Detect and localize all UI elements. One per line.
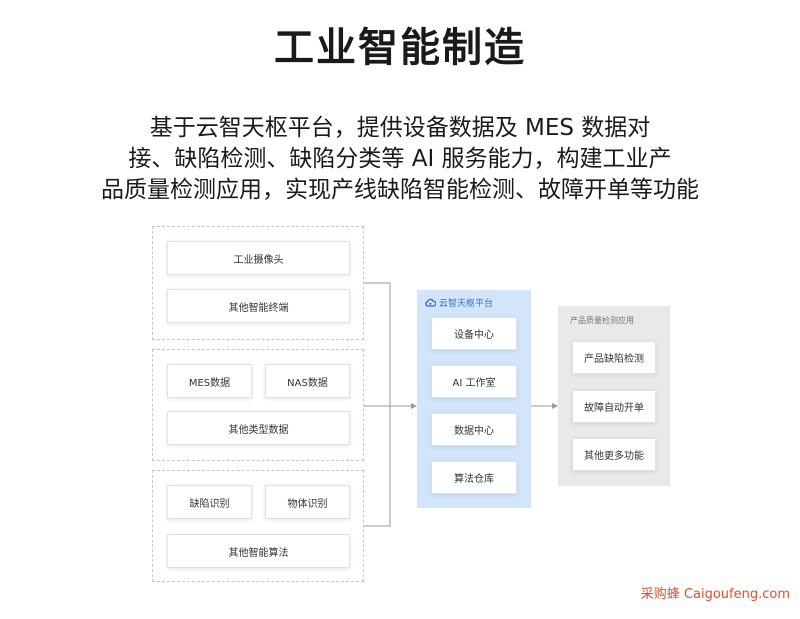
- node-data-center: 数据中心: [431, 413, 517, 446]
- description-line-1: 基于云智天枢平台，提供设备数据及 MES 数据对: [149, 115, 651, 141]
- platform-panel: 云智天枢平台 设备中心 AI 工作室 数据中心 算法仓库: [417, 290, 531, 508]
- platform-title: 云智天枢平台: [439, 299, 494, 309]
- node-defect-recognition: 缺陷识别: [167, 485, 252, 519]
- page-title: 工业智能制造: [274, 25, 526, 71]
- source-group-algorithms: 缺陷识别 物体识别 其他智能算法: [152, 470, 364, 582]
- source-group-data: MES数据 NAS数据 其他类型数据: [152, 349, 364, 461]
- apps-title: 产品质量检测应用: [570, 316, 634, 325]
- node-industrial-camera: 工业摄像头: [167, 241, 350, 275]
- node-other-algorithms: 其他智能算法: [167, 534, 350, 568]
- connector-group3: [364, 406, 391, 527]
- node-nas-data: NAS数据: [265, 364, 350, 398]
- node-more-functions: 其他更多功能: [572, 438, 656, 471]
- watermark: 采购蜂 Caigoufeng.com: [640, 587, 790, 602]
- description-line-2: 接、缺陷检测、缺陷分类等 AI 服务能力，构建工业产: [128, 146, 672, 172]
- node-algorithm-warehouse: 算法仓库: [431, 461, 517, 494]
- node-other-data: 其他类型数据: [167, 411, 350, 445]
- description-line-3: 品质量检测应用，实现产线缺陷智能检测、故障开单等功能: [101, 177, 699, 203]
- cloud-logo-icon: [425, 298, 436, 307]
- connector-group1: [364, 282, 391, 406]
- apps-panel: 产品质量检测应用 产品缺陷检测 故障自动开单 其他更多功能: [558, 306, 670, 486]
- node-other-terminals: 其他智能终端: [167, 289, 350, 323]
- node-mes-data: MES数据: [167, 364, 252, 398]
- node-auto-ticketing: 故障自动开单: [572, 390, 656, 423]
- node-defect-detection: 产品缺陷检测: [572, 341, 656, 374]
- platform-header: 云智天枢平台: [425, 296, 493, 309]
- node-ai-studio: AI 工作室: [431, 365, 517, 398]
- source-group-devices: 工业摄像头 其他智能终端: [152, 226, 364, 340]
- node-device-center: 设备中心: [431, 317, 517, 350]
- node-object-recognition: 物体识别: [265, 485, 350, 519]
